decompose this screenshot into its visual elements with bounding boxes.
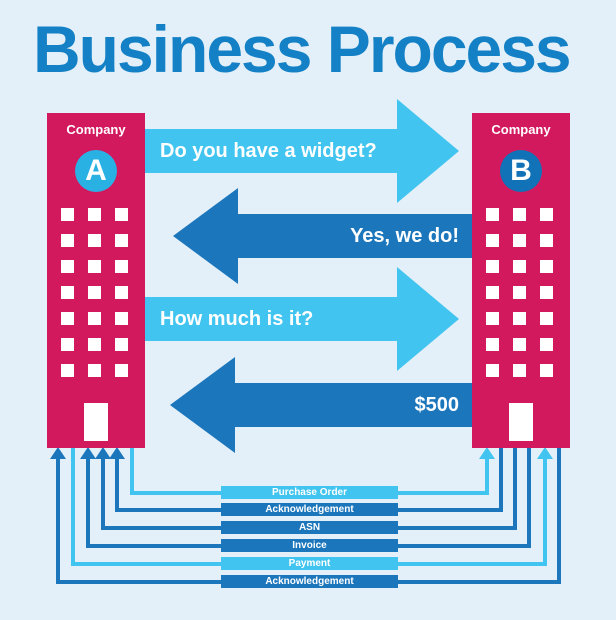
company-a-badge: A (75, 150, 117, 192)
message-arrow-4-body: $500 (235, 383, 472, 427)
message-arrow-3-text: How much is it? (160, 307, 314, 330)
building-window (115, 364, 128, 377)
building-window (88, 260, 101, 273)
company-a-door (84, 403, 108, 441)
left-arrow-icon (170, 357, 235, 453)
building-window (88, 234, 101, 247)
flow-connector-vertical (485, 459, 489, 495)
company-a-label: Company (66, 122, 126, 137)
flow-connector-vertical (56, 459, 60, 584)
company-b-door (509, 403, 533, 441)
building-window (88, 364, 101, 377)
company-b-badge: B (500, 150, 542, 192)
flow-bar: Payment (221, 557, 398, 570)
flow-connector-vertical (557, 448, 561, 584)
flow-bar-label: ASN (298, 522, 321, 533)
flow-bar-label: Payment (288, 558, 331, 569)
building-window (61, 364, 74, 377)
building-window (115, 338, 128, 351)
flow-arrow-up-icon (537, 447, 553, 459)
building-window (88, 286, 101, 299)
flow-arrow-up-icon (50, 447, 66, 459)
flow-bar-label: Purchase Order (271, 487, 348, 498)
flow-bar: Purchase Order (221, 486, 398, 499)
building-window (513, 286, 526, 299)
message-arrow-2-text: Yes, we do! (350, 224, 459, 247)
flow-bar: ASN (221, 521, 398, 534)
flow-connector-vertical (101, 459, 105, 530)
flow-connector-vertical (543, 459, 547, 566)
building-window (540, 208, 553, 221)
building-window (540, 286, 553, 299)
message-arrow-4-text: $500 (414, 393, 460, 416)
building-window (513, 208, 526, 221)
company-b-label: Company (491, 122, 551, 137)
building-window (540, 234, 553, 247)
flow-connector-vertical (71, 448, 75, 566)
flow-connector-vertical (527, 448, 531, 548)
building-window (486, 260, 499, 273)
page-title: Business Process (33, 12, 572, 86)
building-window (115, 312, 128, 325)
building-window (540, 338, 553, 351)
message-arrow-2-body: Yes, we do! (238, 214, 472, 258)
company-b-building: Company B (472, 113, 570, 448)
company-a-windows (61, 208, 128, 377)
company-b-windows (486, 208, 553, 377)
building-window (61, 338, 74, 351)
building-window (61, 286, 74, 299)
flow-arrow-up-icon (109, 447, 125, 459)
left-arrow-icon (173, 188, 238, 284)
building-window (61, 208, 74, 221)
building-window (486, 208, 499, 221)
building-window (513, 260, 526, 273)
building-window (540, 260, 553, 273)
building-window (115, 286, 128, 299)
building-window (486, 286, 499, 299)
building-window (115, 234, 128, 247)
building-window (540, 312, 553, 325)
message-arrow-1-text: Do you have a widget? (160, 139, 377, 162)
message-arrow-3-body: How much is it? (145, 297, 397, 341)
flow-connector-vertical (130, 448, 134, 495)
building-window (486, 234, 499, 247)
right-arrow-icon (397, 99, 459, 203)
building-window (486, 338, 499, 351)
building-window (115, 208, 128, 221)
flow-bar: Invoice (221, 539, 398, 552)
building-window (88, 312, 101, 325)
flow-arrow-up-icon (95, 447, 111, 459)
flow-arrow-up-icon (80, 447, 96, 459)
right-arrow-icon (397, 267, 459, 371)
flow-bar-label: Invoice (292, 540, 327, 551)
building-window (513, 312, 526, 325)
flow-connector-vertical (513, 448, 517, 530)
flow-connector-vertical (86, 459, 90, 548)
building-window (486, 312, 499, 325)
building-window (513, 234, 526, 247)
flow-bar-label: Acknowledgement (265, 576, 354, 587)
building-window (513, 364, 526, 377)
building-window (115, 260, 128, 273)
flow-bar-label: Acknowledgement (265, 504, 354, 515)
building-window (88, 338, 101, 351)
building-window (61, 234, 74, 247)
building-window (88, 208, 101, 221)
company-a-building: Company A (47, 113, 145, 448)
message-arrow-1-body: Do you have a widget? (145, 129, 397, 173)
flow-bar: Acknowledgement (221, 503, 398, 516)
flow-bar: Acknowledgement (221, 575, 398, 588)
building-window (513, 338, 526, 351)
building-window (61, 260, 74, 273)
building-window (61, 312, 74, 325)
flow-connector-vertical (499, 448, 503, 512)
flow-arrow-up-icon (479, 447, 495, 459)
flow-connector-vertical (115, 459, 119, 512)
building-window (486, 364, 499, 377)
building-window (540, 364, 553, 377)
